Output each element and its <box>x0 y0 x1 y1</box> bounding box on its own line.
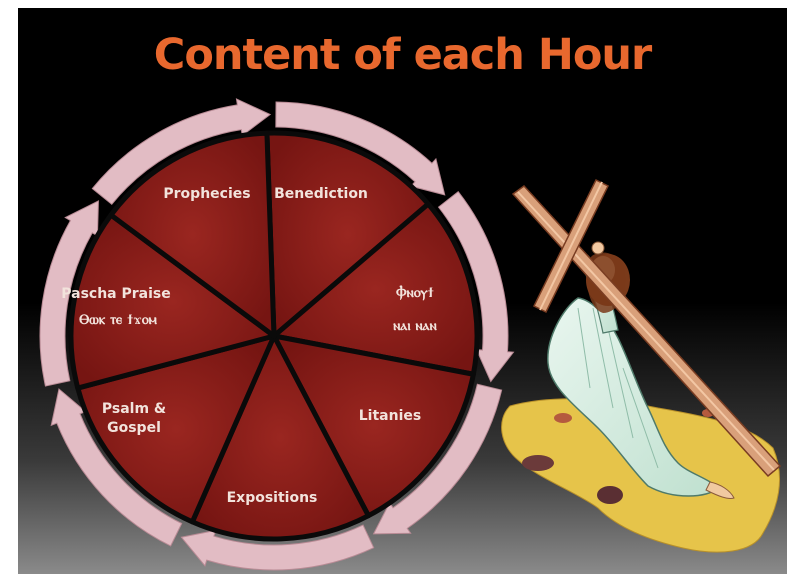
cycle-segment-2 <box>271 333 476 519</box>
segment-label-psalm: Psalm & <box>102 401 166 417</box>
cycle-segment-6 <box>108 130 277 339</box>
segment-label-litanies: Litanies <box>359 408 421 424</box>
cycle-arrow-6 <box>91 98 272 205</box>
segment-label-gospel: Gospel <box>107 420 161 436</box>
cycle-arrow-3 <box>180 524 375 571</box>
cycle-segment-3 <box>189 333 371 542</box>
segment-label-phnouti: Ⲫⲛⲟⲩϯ <box>396 285 434 301</box>
cycle-arrow-5 <box>39 200 99 387</box>
slide: Content of each Hour Benediction Ⲫⲛⲟⲩϯ ⲛ… <box>18 8 787 574</box>
segment-label-benediction: Benediction <box>274 186 368 202</box>
cycle-arrow-4 <box>50 388 183 547</box>
cycle-arrows <box>39 98 515 571</box>
hours-cycle-diagram: Benediction Ⲫⲛⲟⲩϯ ⲛⲁⲓ ⲛⲁⲛ Litanies Expos… <box>39 98 782 571</box>
cycle-segment-5 <box>68 212 277 391</box>
cycle-arrow-0 <box>275 101 446 196</box>
segment-label-nai-nan: ⲛⲁⲓ ⲛⲁⲛ <box>393 318 437 334</box>
segment-label-prophecies: Prophecies <box>163 186 250 202</box>
segment-label-pascha-praise: Pascha Praise <box>61 286 171 302</box>
cycle-segment-0 <box>264 130 431 339</box>
cycle-segments <box>68 130 480 542</box>
cycle-labels: Benediction Ⲫⲛⲟⲩϯ ⲛⲁⲓ ⲛⲁⲛ Litanies Expos… <box>61 186 437 506</box>
segment-label-thok-te-tjom: Ⲑⲱⲕ ⲧⲉ ϯϫⲟⲙ <box>79 312 157 328</box>
cycle-segment-1 <box>271 201 480 377</box>
jesus-carrying-cross-icon <box>501 178 782 553</box>
segment-label-expositions: Expositions <box>227 490 318 506</box>
slide-title: Content of each Hour <box>153 30 652 80</box>
cycle-arrow-2 <box>372 383 503 535</box>
cycle-segment-4 <box>75 333 277 525</box>
cycle-arrow-1 <box>437 191 515 383</box>
